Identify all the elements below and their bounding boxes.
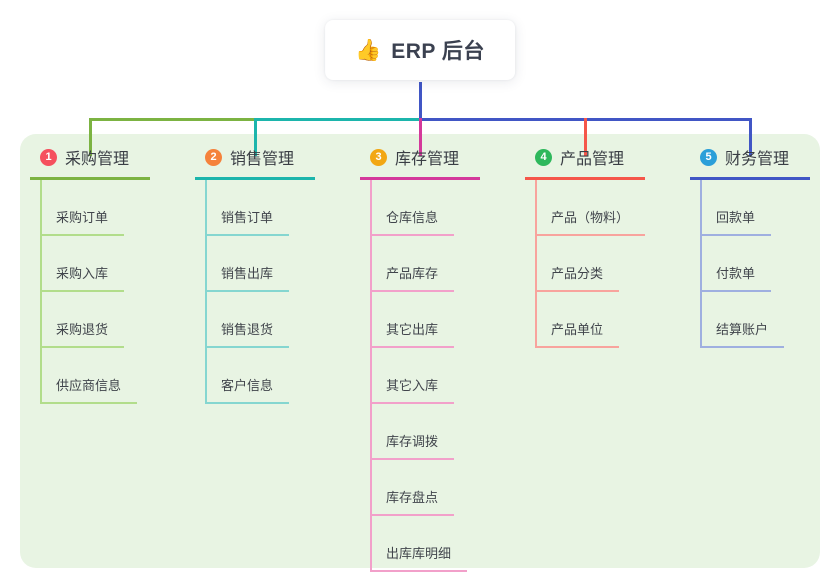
branch-children: 回款单付款单结算账户 [700,180,839,348]
child-node[interactable]: 产品库存 [372,236,455,292]
branch-number-badge: 4 [535,148,552,166]
child-node[interactable]: 其它入库 [372,348,455,404]
branch-node[interactable]: 3 库存管理 [360,145,480,180]
child-node[interactable]: 销售退货 [207,292,290,348]
connector-line [748,118,752,156]
child-node[interactable]: 结算账户 [702,292,785,348]
child-node[interactable]: 销售出库 [207,236,290,292]
branch-number-badge: 1 [40,148,57,166]
branch-node-title: 库存管理 [395,151,460,168]
thumbs-up-icon: 👍 [355,38,382,62]
connector-line [253,118,257,156]
root-node-title: ERP 后台 [391,40,485,63]
branch-node-title: 销售管理 [230,151,295,168]
connector-line [418,118,422,156]
child-node[interactable]: 回款单 [702,180,772,236]
child-node[interactable]: 付款单 [702,236,772,292]
child-node[interactable]: 客户信息 [207,348,290,404]
branch-node-title: 产品管理 [560,151,625,168]
child-node[interactable]: 采购入库 [42,236,125,292]
branch-node[interactable]: 2 销售管理 [195,145,315,180]
child-node[interactable]: 仓库信息 [372,180,455,236]
child-node[interactable]: 出库库明细 [372,516,468,572]
child-node[interactable]: 销售订单 [207,180,290,236]
branch-children: 采购订单采购入库采购退货供应商信息 [40,180,190,404]
branch: 5 财务管理 回款单付款单结算账户 [690,145,839,348]
branch: 4 产品管理 产品（物料）产品分类产品单位 [525,145,685,348]
branch-children: 产品（物料）产品分类产品单位 [535,180,685,348]
branches-panel [20,134,820,568]
root-node[interactable]: 👍 ERP 后台 [325,20,515,80]
branch: 2 销售管理 销售订单销售出库销售退货客户信息 [195,145,355,404]
child-node[interactable]: 产品单位 [537,292,620,348]
branch-node[interactable]: 5 财务管理 [690,145,810,180]
branch-node-title: 采购管理 [65,151,130,168]
branch-children: 仓库信息产品库存其它出库其它入库库存调拨库存盘点出库库明细 [370,180,520,572]
child-node[interactable]: 库存盘点 [372,460,455,516]
child-node[interactable]: 其它出库 [372,292,455,348]
child-node[interactable]: 产品分类 [537,236,620,292]
branch-node[interactable]: 1 采购管理 [30,145,150,180]
child-node[interactable]: 产品（物料） [537,180,646,236]
branch-number-badge: 5 [700,148,717,166]
branch: 3 库存管理 仓库信息产品库存其它出库其它入库库存调拨库存盘点出库库明细 [360,145,520,572]
child-node[interactable]: 采购退货 [42,292,125,348]
connector-line [583,118,587,156]
child-node[interactable]: 供应商信息 [42,348,138,404]
branch-number-badge: 3 [370,148,387,166]
branch-children: 销售订单销售出库销售退货客户信息 [205,180,355,404]
branch-number-badge: 2 [205,148,222,166]
connector-line [88,118,255,121]
child-node[interactable]: 库存调拨 [372,404,455,460]
connector-line [255,118,420,121]
child-node[interactable]: 采购订单 [42,180,125,236]
branch-node-title: 财务管理 [725,151,790,168]
connector-line [88,118,92,156]
branch-node[interactable]: 4 产品管理 [525,145,645,180]
branch: 1 采购管理 采购订单采购入库采购退货供应商信息 [30,145,190,404]
connector-line [418,82,422,118]
